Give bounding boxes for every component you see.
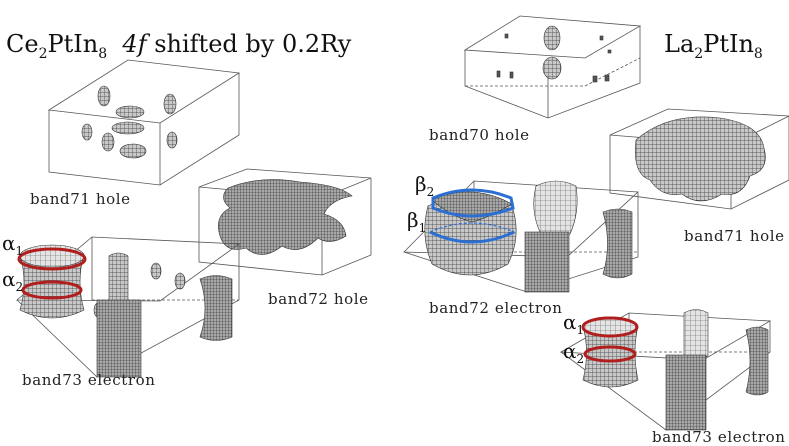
la-alpha2-index: 2 bbox=[576, 352, 585, 366]
ce-band73-label: band73 electron bbox=[22, 371, 156, 389]
la-alpha2-label: α2 bbox=[563, 339, 584, 366]
ce-band71-box bbox=[47, 59, 241, 186]
right-title-sub2: 8 bbox=[753, 45, 763, 62]
la-band72-surfaces bbox=[424, 180, 633, 293]
ce-alpha1-label: α1 bbox=[2, 231, 23, 258]
la-beta2-label: β2 bbox=[415, 172, 434, 199]
ce-band73-surfaces bbox=[19, 244, 233, 378]
left-title: Ce2PtIn8 4f shifted by 0.2Ry bbox=[6, 30, 351, 62]
la-beta2-symbol: β bbox=[415, 172, 427, 196]
ce-band72-label: band72 hole bbox=[268, 290, 369, 308]
left-title-suffix: shifted by 0.2Ry bbox=[154, 30, 352, 58]
right-title-sub1: 2 bbox=[694, 45, 704, 62]
la-beta1-index: 1 bbox=[418, 221, 427, 235]
la-band72-label: band72 electron bbox=[429, 299, 563, 317]
ce-alpha2-label: α2 bbox=[2, 267, 23, 294]
la-beta-orbits bbox=[429, 188, 515, 244]
la-band71-surface bbox=[635, 116, 766, 202]
ce-alpha-orbits bbox=[17, 247, 87, 300]
la-alpha2-symbol: α bbox=[563, 339, 577, 363]
la-beta2-index: 2 bbox=[426, 185, 435, 199]
left-title-sub1: 2 bbox=[38, 45, 48, 62]
la-band70-label: band70 hole bbox=[429, 126, 530, 144]
la-alpha1-index: 1 bbox=[576, 323, 585, 337]
left-title-sub2: 8 bbox=[98, 45, 108, 62]
la-beta1-label: β1 bbox=[407, 208, 426, 235]
la-band73-label: band73 electron bbox=[652, 428, 786, 446]
la-band73-surfaces bbox=[582, 309, 769, 431]
ce-band71-pockets bbox=[81, 85, 178, 159]
ce-band71-label: band71 hole bbox=[30, 190, 131, 208]
la-band70-pockets bbox=[496, 25, 612, 83]
la-alpha-orbits bbox=[581, 316, 639, 363]
la-band71-label: band71 hole bbox=[684, 227, 785, 245]
left-title-compound-base: Ce bbox=[6, 30, 39, 58]
left-title-compound-mid: PtIn bbox=[47, 30, 99, 58]
la-alpha1-label: α1 bbox=[563, 310, 584, 337]
right-title: La2PtIn8 bbox=[664, 30, 763, 62]
ce-band72-surface bbox=[218, 179, 353, 255]
ce-alpha2-index: 2 bbox=[15, 280, 24, 294]
left-title-orbital: 4f bbox=[122, 30, 147, 58]
ce-alpha2-symbol: α bbox=[2, 267, 16, 291]
la-band70-box bbox=[463, 15, 642, 119]
right-title-compound-mid: PtIn bbox=[703, 30, 754, 58]
ce-alpha1-index: 1 bbox=[15, 244, 24, 258]
la-alpha1-symbol: α bbox=[563, 310, 577, 334]
ce-alpha1-symbol: α bbox=[2, 231, 16, 255]
right-title-compound-base: La bbox=[664, 30, 695, 58]
la-beta1-symbol: β bbox=[407, 208, 419, 232]
